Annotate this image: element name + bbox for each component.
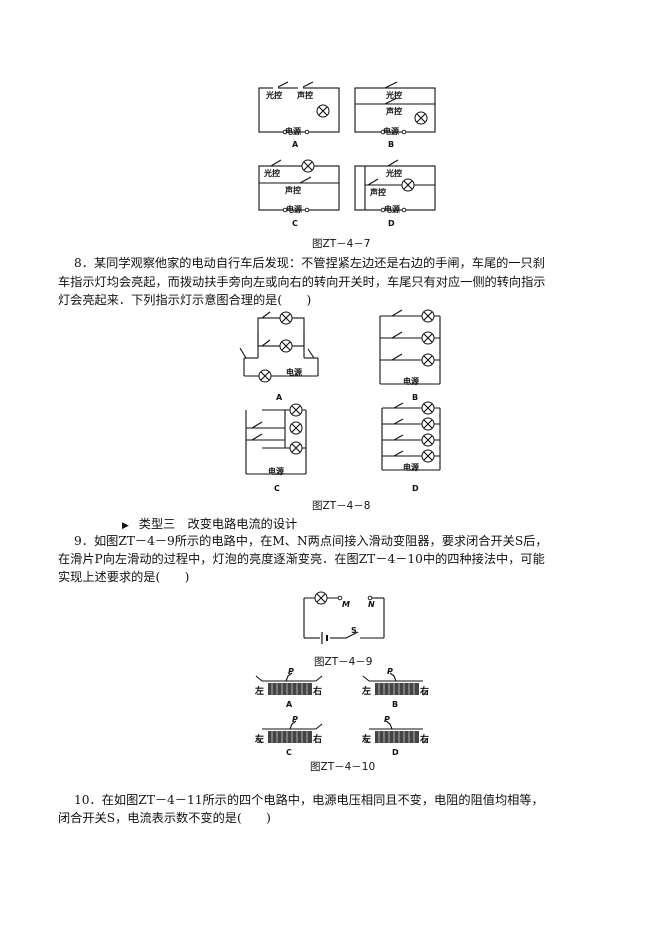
label-power-8a: 电源 xyxy=(286,368,302,377)
figure-zt-4-7-diagram xyxy=(258,81,436,213)
circuit-8a xyxy=(239,311,319,383)
option-label-10d: D xyxy=(392,748,399,757)
figure-zt-4-10-diagram xyxy=(255,672,429,744)
label-slider-p-a: P xyxy=(288,667,294,676)
circuit-8b xyxy=(379,309,441,385)
label-left-a: 左 xyxy=(255,687,265,697)
label-point-n: N xyxy=(368,600,375,609)
question-10-line-1: 10．在如图ZT－4－11所示的四个电路中，电源电压相同且不变，电阻的阻值均相等… xyxy=(74,793,544,807)
question-10-line-2: 闭合开关S，电流表示数不变的是( ) xyxy=(58,811,271,825)
question-9-line-2: 在滑片P向左滑动的过程中，灯泡的亮度逐渐变亮．在图ZT－4－10中的四种接法中，… xyxy=(58,552,545,566)
option-label-7b: B xyxy=(388,140,395,149)
option-label-10c: C xyxy=(286,748,292,757)
rheostat-a xyxy=(255,672,323,695)
label-left-d: 左 xyxy=(362,735,372,745)
label-left-b: 左 xyxy=(362,687,372,697)
section-heading: ▶ 类型三 改变电路电流的设计 xyxy=(122,516,297,534)
option-label-8d: D xyxy=(412,484,419,493)
rheostat-d xyxy=(362,720,429,744)
label-slider-p-b: P xyxy=(387,667,393,676)
label-slider-p-d: P xyxy=(384,715,390,724)
rheostat-b xyxy=(362,672,429,696)
label-slider-p-c: P xyxy=(292,715,298,724)
option-label-8a: A xyxy=(276,393,283,402)
label-sound-control-a: 声控 xyxy=(297,91,313,100)
label-power-b: 电源 xyxy=(383,127,399,136)
option-label-8c: C xyxy=(274,484,280,493)
question-9-line-1: 9．如图ZT－4－9所示的电路中，在M、N两点间接入滑动变阻器，要求闭合开关S后… xyxy=(74,534,548,548)
caption-fig-zt-4-7: 图ZT－4－7 xyxy=(312,238,371,250)
label-power-d: 电源 xyxy=(384,205,400,214)
circuit-7d xyxy=(354,159,436,213)
option-label-7c: C xyxy=(292,219,298,228)
circuit-7a xyxy=(258,81,340,135)
caption-fig-zt-4-10: 图ZT－4－10 xyxy=(310,761,376,773)
label-light-control-a: 光控 xyxy=(266,91,282,100)
label-power-8c: 电源 xyxy=(268,467,284,476)
section-title: 类型三 改变电路电流的设计 xyxy=(138,517,298,531)
label-light-control-c: 光控 xyxy=(264,169,280,178)
label-right-d: 右 xyxy=(420,735,430,745)
label-point-m: M xyxy=(342,600,350,609)
label-light-control-b: 光控 xyxy=(386,91,402,100)
label-sound-control-b: 声控 xyxy=(386,107,402,116)
option-label-10a: A xyxy=(286,700,293,709)
label-right-c: 右 xyxy=(313,735,323,745)
caption-fig-zt-4-8: 图ZT－4－8 xyxy=(312,500,371,512)
circuit-8c xyxy=(245,403,307,475)
circuit-8d xyxy=(381,401,441,471)
rheostat-c xyxy=(255,720,323,744)
question-8-line-1: 8．某同学观察他家的电动自行车后发现：不管捏紧左边还是右边的手闸，车尾的一只刹 xyxy=(74,256,545,270)
label-sound-control-d: 声控 xyxy=(370,188,386,197)
label-right-a: 右 xyxy=(313,687,323,697)
option-label-8b: B xyxy=(412,393,419,402)
label-power-c: 电源 xyxy=(286,205,302,214)
label-left-c: 左 xyxy=(255,735,265,745)
label-right-b: 右 xyxy=(420,687,430,697)
option-label-7d: D xyxy=(388,219,395,228)
section-marker-icon: ▶ xyxy=(122,521,129,531)
question-8-line-3: 灯会亮起来．下列指示灯示意图合理的是( ) xyxy=(58,293,312,307)
label-power-8d: 电源 xyxy=(403,463,419,472)
option-label-7a: A xyxy=(292,140,299,149)
figure-zt-4-9-diagram xyxy=(303,591,385,644)
figure-zt-4-8-diagram xyxy=(239,309,441,475)
label-power-a: 电源 xyxy=(285,127,301,136)
caption-fig-zt-4-9: 图ZT－4－9 xyxy=(314,656,373,668)
circuit-7c xyxy=(258,159,340,213)
question-8-line-2: 车指示灯均会亮起，而拨动扶手旁向左或向右的转向开关时，车尾只有对应一侧的转向指示 xyxy=(58,275,546,289)
option-label-10b: B xyxy=(392,700,399,709)
label-power-8b: 电源 xyxy=(403,377,419,386)
question-9-line-3: 实现上述要求的是( ) xyxy=(58,570,190,584)
circuit-7b xyxy=(354,81,436,135)
label-sound-control-c: 声控 xyxy=(285,186,301,195)
label-light-control-d: 光控 xyxy=(386,169,402,178)
label-switch-s: S xyxy=(351,626,357,635)
